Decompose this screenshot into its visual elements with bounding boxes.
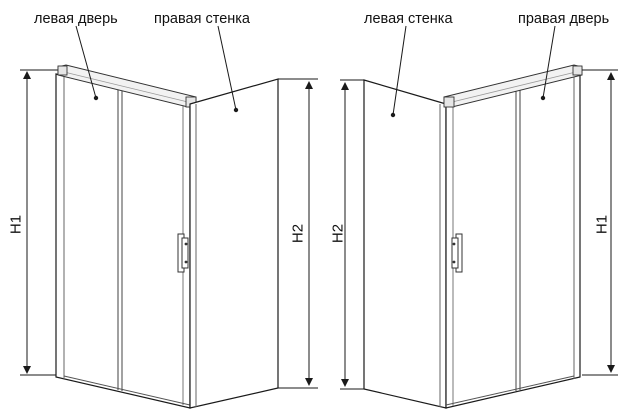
dim-line-h2-left <box>278 78 318 389</box>
dim-line-h1-right <box>582 69 618 376</box>
right-door-handle <box>451 233 463 273</box>
leader-left-wall <box>392 25 407 116</box>
left-door-handle <box>177 233 189 273</box>
left-right-wall-panel <box>189 78 279 409</box>
right-top-rail <box>443 64 583 108</box>
label-right-door: правая дверь <box>518 11 610 27</box>
leader-left-door <box>75 25 97 99</box>
left-door-panel <box>55 73 191 409</box>
label-left-door: левая дверь <box>34 11 118 27</box>
dim-label-h1-right: H1 <box>593 214 611 235</box>
right-door-panel <box>445 73 581 409</box>
dim-line-h1-left <box>20 69 62 376</box>
left-top-rail <box>57 64 197 108</box>
label-right-wall: правая стенка <box>154 11 250 27</box>
dim-label-h1-left: H1 <box>7 214 25 235</box>
leader-right-wall <box>217 25 237 111</box>
right-left-wall-panel <box>363 79 447 409</box>
dim-line-h2-right <box>340 79 364 390</box>
left-enclosure <box>20 25 318 409</box>
dim-label-h2-left: H2 <box>289 223 307 244</box>
right-enclosure <box>340 25 618 409</box>
dim-label-h2-right: H2 <box>329 223 347 244</box>
label-left-wall: левая стенка <box>364 11 453 27</box>
leader-right-door <box>542 25 556 99</box>
